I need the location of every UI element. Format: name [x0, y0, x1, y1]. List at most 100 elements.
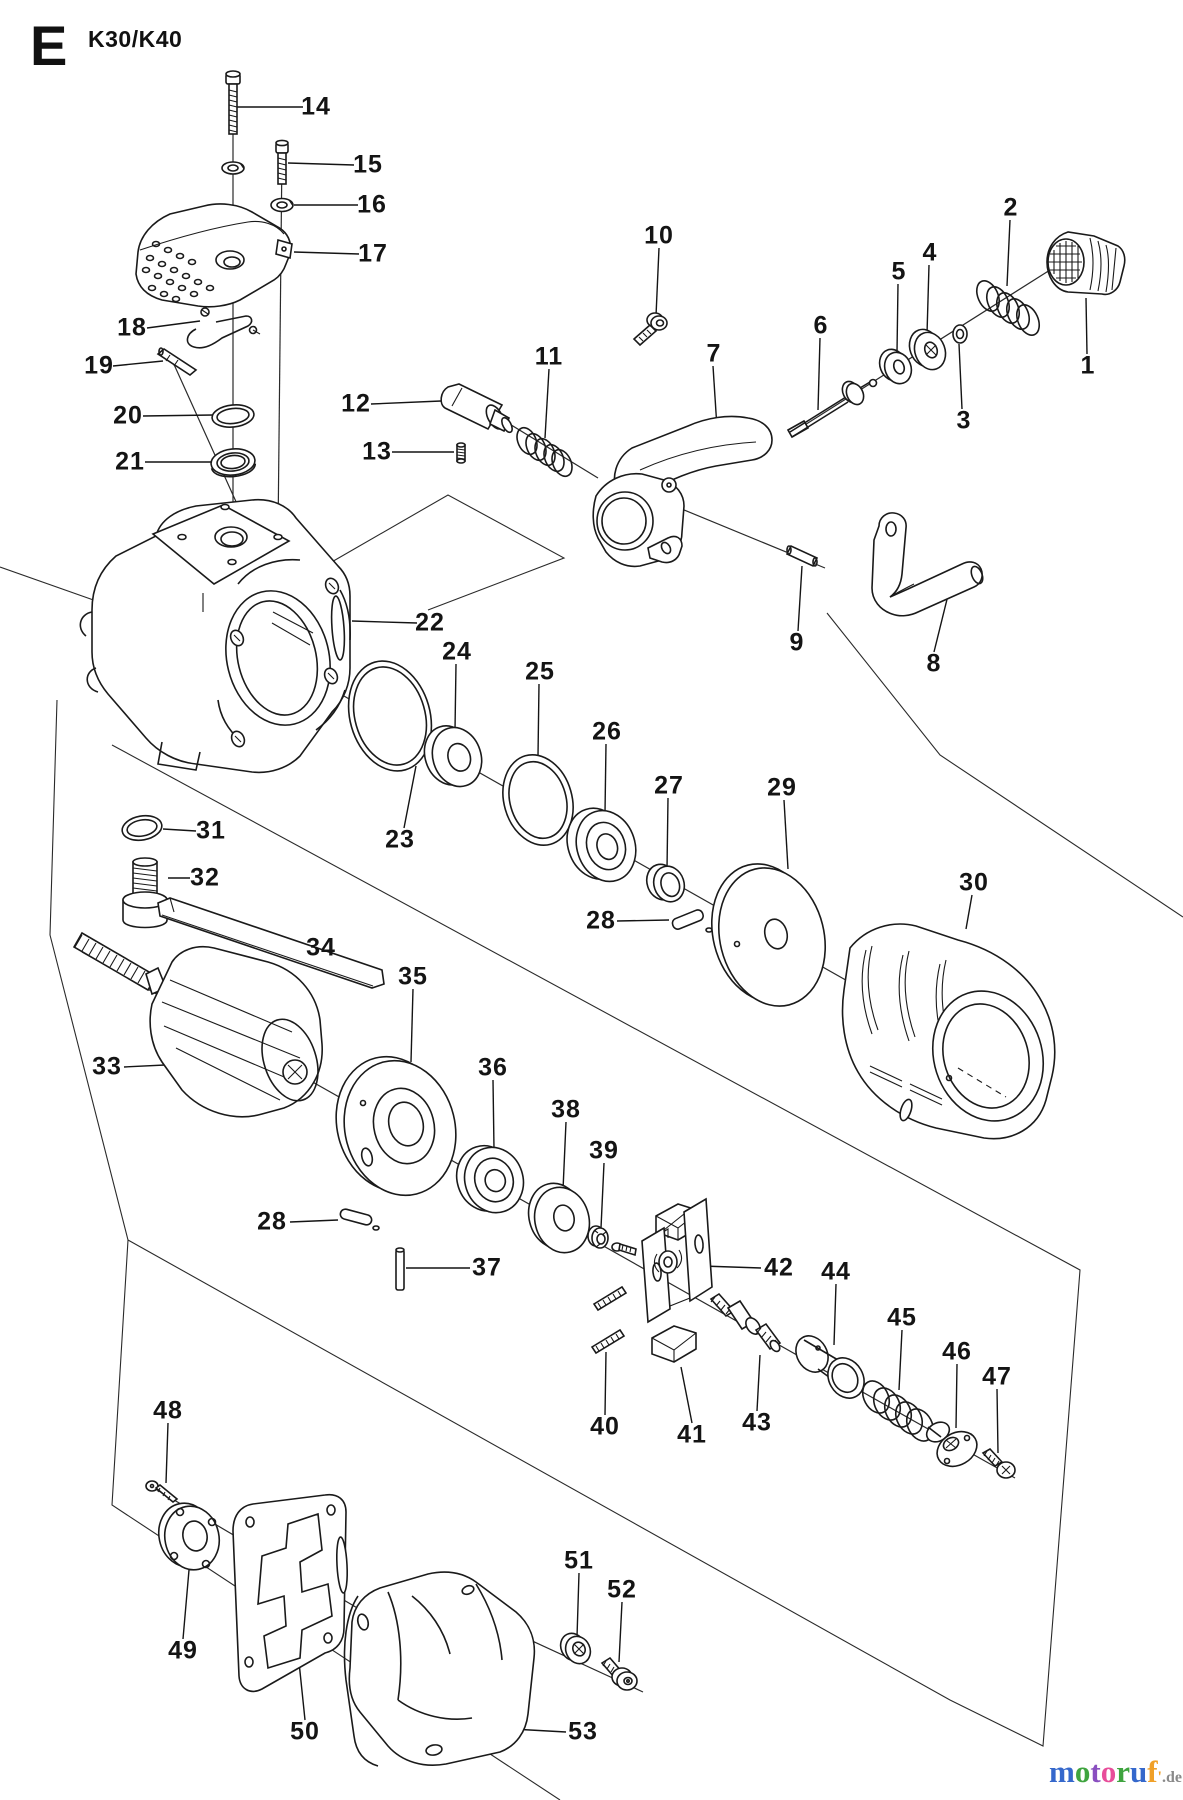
callout-44: 44 — [821, 1257, 851, 1286]
part-37-pin — [395, 1247, 405, 1291]
part-25-ring — [502, 753, 574, 847]
callout-7: 7 — [706, 339, 722, 368]
callout-16: 16 — [357, 190, 387, 219]
callout-19: 19 — [84, 351, 114, 380]
callout-24: 24 — [442, 637, 472, 666]
part-42-brush-holder — [611, 1197, 713, 1324]
part-11-spring — [516, 426, 573, 478]
part-20-ring — [211, 404, 255, 428]
part-3-ring — [952, 324, 968, 344]
part-31-o-ring — [121, 814, 163, 842]
callout-18: 18 — [117, 313, 147, 342]
part-52-screw — [600, 1656, 638, 1691]
callout-52: 52 — [607, 1575, 637, 1604]
part-28-pin-lower — [339, 1208, 380, 1231]
callout-23: 23 — [385, 825, 415, 854]
callout-49: 49 — [168, 1636, 198, 1665]
callout-50: 50 — [290, 1717, 320, 1746]
callout-10: 10 — [644, 221, 674, 250]
part-48-screw — [145, 1480, 179, 1504]
watermark-letter: f — [1147, 1754, 1158, 1789]
callout-25: 25 — [525, 657, 555, 686]
part-44-sleeve — [795, 1335, 865, 1399]
part-8-l-handle — [871, 512, 984, 617]
watermark-tick: ' — [1157, 1769, 1162, 1786]
part-13-spring-pin — [456, 442, 466, 464]
part-49-flange-plate — [157, 1502, 221, 1571]
watermark-letter: m — [1049, 1754, 1075, 1789]
callout-53: 53 — [568, 1717, 598, 1746]
part-22-gear-housing — [79, 498, 351, 774]
part-45-spring — [861, 1380, 935, 1442]
part-7-carburetor — [592, 415, 773, 568]
part-27-ring — [645, 863, 686, 903]
callout-2: 2 — [1003, 193, 1019, 222]
callout-36: 36 — [478, 1053, 508, 1082]
callout-8: 8 — [926, 649, 942, 678]
callout-11: 11 — [534, 342, 564, 371]
callout-1: 1 — [1080, 351, 1096, 380]
callout-14: 14 — [301, 92, 331, 121]
watermark-logo: motoruf'.de — [1012, 1756, 1182, 1787]
part-30-drum — [841, 923, 1056, 1140]
part-12-plunger — [440, 383, 513, 434]
part-9-pin — [785, 544, 819, 568]
part-47-screw — [981, 1447, 1016, 1479]
callout-12: 12 — [341, 389, 371, 418]
callout-28: 28 — [586, 906, 616, 935]
callout-6: 6 — [813, 311, 829, 340]
part-39-nut — [587, 1225, 609, 1249]
part-19-pin — [156, 347, 198, 376]
callout-22: 22 — [415, 608, 445, 637]
part-6-throttle-rod — [786, 378, 878, 439]
callout-45: 45 — [887, 1303, 917, 1332]
callout-20: 20 — [113, 401, 143, 430]
part-29-disc — [710, 863, 827, 1007]
part-28-pin-upper — [671, 909, 713, 933]
callout-13: 13 — [362, 437, 392, 466]
callout-4: 4 — [922, 238, 938, 267]
part-2-spring — [975, 280, 1041, 336]
part-14-screw — [221, 70, 245, 175]
callout-26: 26 — [592, 717, 622, 746]
part-34-key-bar — [157, 897, 385, 989]
callout-34: 34 — [306, 933, 336, 962]
callout-38: 38 — [551, 1095, 581, 1124]
callout-31: 31 — [196, 816, 226, 845]
callout-21: 21 — [115, 447, 145, 476]
callout-9: 9 — [789, 628, 805, 657]
callout-48: 48 — [153, 1396, 183, 1425]
part-4-washer — [908, 328, 947, 371]
callout-43: 43 — [742, 1408, 772, 1437]
part-32-screw — [122, 857, 168, 929]
part-50-gasket — [232, 1493, 349, 1693]
part-43-shaft — [709, 1292, 782, 1353]
axis-lines — [81, 92, 1051, 1696]
part-17-cover — [135, 203, 293, 308]
part-15-screw — [275, 139, 289, 185]
callout-41: 41 — [677, 1420, 707, 1449]
callout-51: 51 — [564, 1546, 594, 1575]
callout-39: 39 — [589, 1136, 619, 1165]
part-18-wire-clip — [186, 307, 261, 349]
callout-47: 47 — [982, 1362, 1012, 1391]
callout-33: 33 — [92, 1052, 122, 1081]
part-36-bearing — [455, 1144, 525, 1214]
watermark-letter: o — [1074, 1754, 1091, 1789]
part-16-lock-washer — [270, 197, 294, 213]
model-code: K30/K40 — [88, 26, 183, 52]
part-24-bearing — [423, 725, 483, 788]
callout-37: 37 — [472, 1253, 502, 1282]
part-40-springs — [590, 1285, 628, 1355]
callout-17: 17 — [358, 239, 388, 268]
watermark-letter: t — [1090, 1754, 1101, 1789]
part-46-flanged-bushing — [925, 1421, 978, 1468]
watermark-suffix: .de — [1162, 1769, 1182, 1786]
callout-46: 46 — [942, 1337, 972, 1366]
callout-15: 15 — [353, 150, 383, 179]
callout-32: 32 — [190, 863, 220, 892]
part-26-bearing — [566, 807, 637, 883]
callout-42: 42 — [764, 1253, 794, 1282]
callout-30: 30 — [959, 868, 989, 897]
